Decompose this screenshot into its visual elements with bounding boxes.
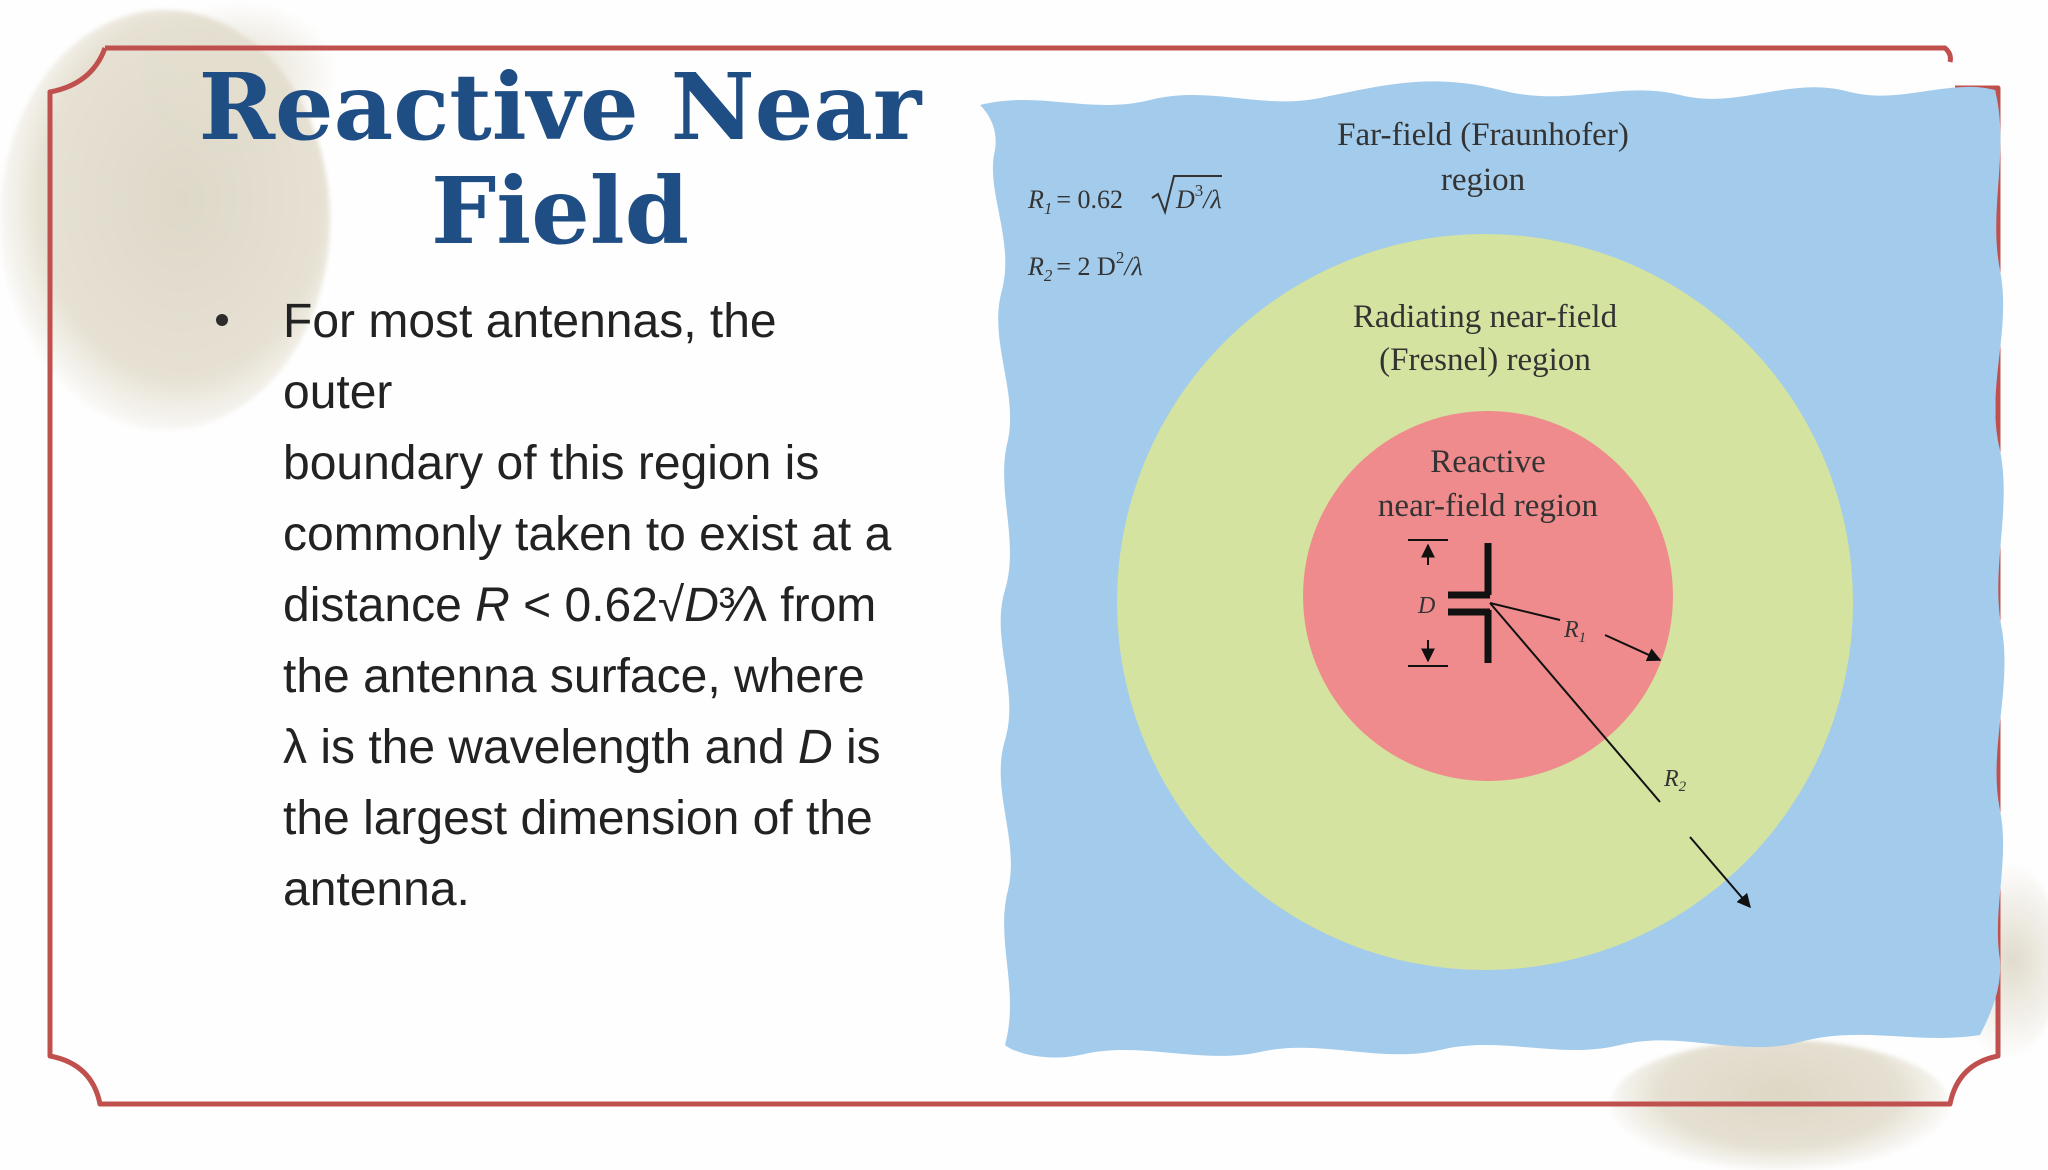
formula-r2: R2= 2 D2/λ — [1027, 248, 1143, 285]
bullet-line-7: λ is the wavelength and D is — [283, 712, 963, 783]
title-line-1: Reactive Near — [198, 53, 922, 161]
bullet-var-R: R — [475, 579, 510, 632]
bullet-line-6: the antenna surface, where — [283, 650, 865, 703]
bullet-line-5-mid: < 0.62√ — [509, 579, 685, 632]
sqrt-symbol — [1151, 175, 1222, 216]
dimension-D-marker — [1408, 539, 1448, 667]
frame-border — [47, 45, 2001, 1107]
watercolor-stain-top-left-small — [140, 0, 340, 150]
radiating-label-line-1: Radiating near-field — [1353, 299, 1618, 335]
bullet-line-7-post: is — [832, 721, 881, 774]
r2-arrow — [1489, 602, 1661, 803]
formula-r2-tail: /λ — [1122, 252, 1142, 281]
formula-r1-sub: 1 — [1044, 199, 1053, 218]
formula-r1-tail: /λ — [1201, 185, 1221, 214]
svg-text:R2= 2 D2/λ: R2= 2 D2/λ — [1027, 248, 1143, 285]
formula-r2-sub: 2 — [1044, 266, 1053, 285]
bullet-line-5-post: ³⁄λ from — [718, 579, 877, 632]
r2-arrow-tip — [1689, 836, 1751, 909]
bullet-line-1: For most antennas, the — [283, 295, 777, 348]
bullet-var-D: D — [684, 579, 719, 632]
r1-arrow — [1489, 602, 1561, 621]
antenna-field-regions-diagram: Far-field (Fraunhofer) region Radiating … — [980, 81, 2005, 1058]
formula-r1-exp: 3 — [1195, 181, 1204, 200]
bullet-line-2: outer — [283, 366, 393, 419]
bullet-line-5-pre: distance — [283, 579, 476, 632]
far-field-label-line-2: region — [1441, 162, 1525, 198]
formula-r1: R1= 0.62 D3/λ — [1027, 175, 1222, 218]
title-line-2: Field — [430, 157, 690, 265]
formula-r2-exp: 2 — [1116, 248, 1125, 267]
r1-arrow-tip — [1604, 634, 1662, 662]
svg-text:R1= 0.62: R1= 0.62 — [1027, 185, 1123, 218]
reactive-label-line-2: near-field region — [1378, 488, 1598, 524]
slide-title: Reactive Near Field — [170, 55, 950, 263]
bullet-line-7-pre: λ is the wavelength and — [283, 721, 798, 774]
label-R2: R2 — [1663, 766, 1687, 795]
radiating-label-line-2: (Fresnel) region — [1379, 342, 1591, 378]
bullet-line-5: distance R < 0.62√D³⁄λ from — [283, 570, 963, 641]
bullet-line-9: antenna. — [283, 863, 470, 916]
bullet-paragraph: For most antennas, the outer boundary of… — [283, 286, 963, 925]
bullet-icon — [216, 314, 228, 326]
bullet-var-D-2: D — [798, 721, 833, 774]
dipole-antenna-icon — [1448, 543, 1492, 663]
bullet-line-3: boundary of this region is — [283, 437, 820, 490]
label-D: D — [1417, 593, 1435, 619]
svg-text:D3/λ: D3/λ — [1175, 181, 1222, 214]
formula-r1-lhs: R — [1027, 185, 1044, 214]
formula-r1-rhs: = 0.62 — [1056, 185, 1123, 214]
formula-r1-radicand: D — [1175, 185, 1195, 214]
far-field-label-line-1: Far-field (Fraunhofer) — [1337, 117, 1629, 153]
label-R1: R1 — [1563, 617, 1586, 646]
bullet-line-4: commonly taken to exist at a — [283, 508, 892, 561]
reactive-label-line-1: Reactive — [1430, 444, 1545, 480]
bullet-line-8: the largest dimension of the — [283, 792, 873, 845]
formula-r2-rhs: = 2 D — [1056, 252, 1115, 281]
formula-r2-lhs: R — [1027, 252, 1044, 281]
